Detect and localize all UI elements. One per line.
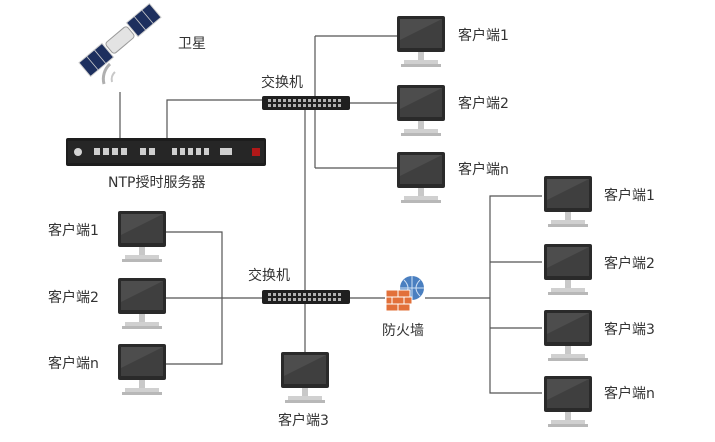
- client-top-1-label: 客户端1: [458, 28, 509, 44]
- client-right-n-label: 客户端n: [604, 386, 655, 402]
- client-left-2-label: 客户端2: [48, 290, 99, 306]
- client-left-n-icon: [118, 344, 166, 395]
- client-left-1-label: 客户端1: [48, 223, 99, 239]
- firewall-icon: [385, 276, 424, 312]
- satellite-icon: [78, 2, 162, 85]
- client-right-3-label: 客户端3: [604, 322, 655, 338]
- ntp-server-icon: [66, 138, 266, 166]
- client-right-3-icon: [544, 310, 592, 361]
- client-left-2-icon: [118, 278, 166, 329]
- satellite-label: 卫星: [178, 36, 206, 52]
- client-top-n-icon: [397, 152, 445, 203]
- client-right-1-label: 客户端1: [604, 188, 655, 204]
- switch-bottom-icon: [262, 290, 350, 304]
- client-right-2-icon: [544, 244, 592, 295]
- client-top-2-icon: [397, 85, 445, 136]
- client-right-n-icon: [544, 376, 592, 427]
- firewall-label: 防火墙: [382, 323, 424, 339]
- client-top-1-icon: [397, 16, 445, 67]
- client-bottom-3-icon: [281, 352, 329, 403]
- client-top-2-label: 客户端2: [458, 96, 509, 112]
- client-right-1-icon: [544, 176, 592, 227]
- switch-bottom-label: 交换机: [248, 268, 290, 284]
- ntp-server-label: NTP授时服务器: [108, 175, 206, 191]
- switch-top-label: 交换机: [261, 75, 303, 91]
- client-top-n-label: 客户端n: [458, 162, 509, 178]
- client-left-1-icon: [118, 211, 166, 262]
- switch-top-icon: [262, 96, 350, 110]
- client-left-n-label: 客户端n: [48, 356, 99, 372]
- client-bottom-3-label: 客户端3: [278, 413, 329, 429]
- client-right-2-label: 客户端2: [604, 256, 655, 272]
- connection-lines: [119, 35, 542, 394]
